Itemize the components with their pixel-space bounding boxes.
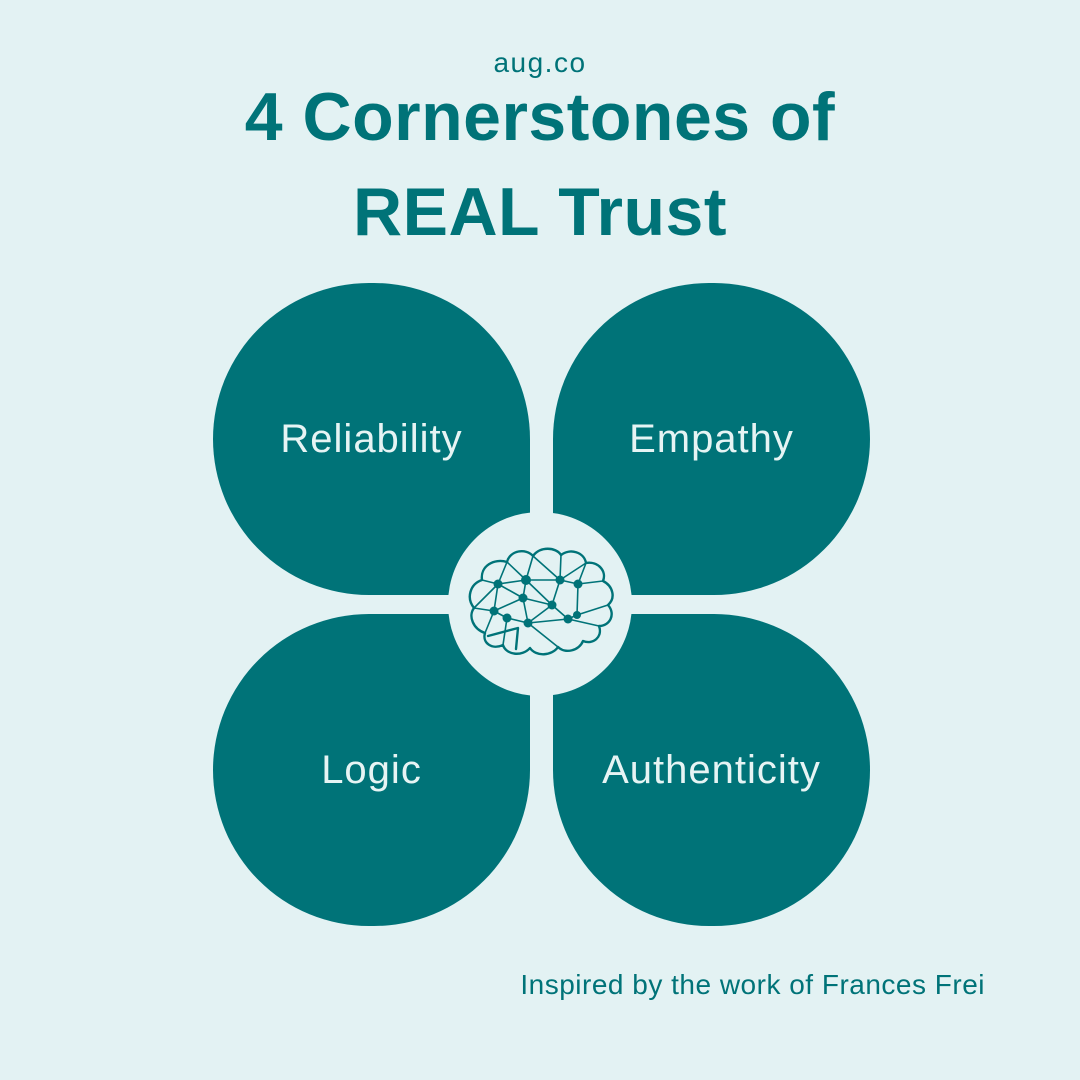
center-circle: [448, 512, 632, 696]
page-title-line2: REAL Trust: [352, 174, 728, 250]
petal-reliability-label: Reliability: [280, 416, 463, 461]
petal-logic-label: Logic: [321, 747, 422, 792]
brain-network-icon: [468, 547, 614, 656]
page-title: 4 Cornerstones of REAL Trust: [0, 70, 1080, 260]
brand-text: aug.co: [493, 47, 587, 78]
credit-text: Inspired by the work of Frances Frei: [520, 969, 985, 1000]
petal-authenticity-label: Authenticity: [602, 747, 821, 792]
page-title-line1: 4 Cornerstones of: [244, 79, 836, 155]
petal-empathy-label: Empathy: [629, 416, 794, 461]
